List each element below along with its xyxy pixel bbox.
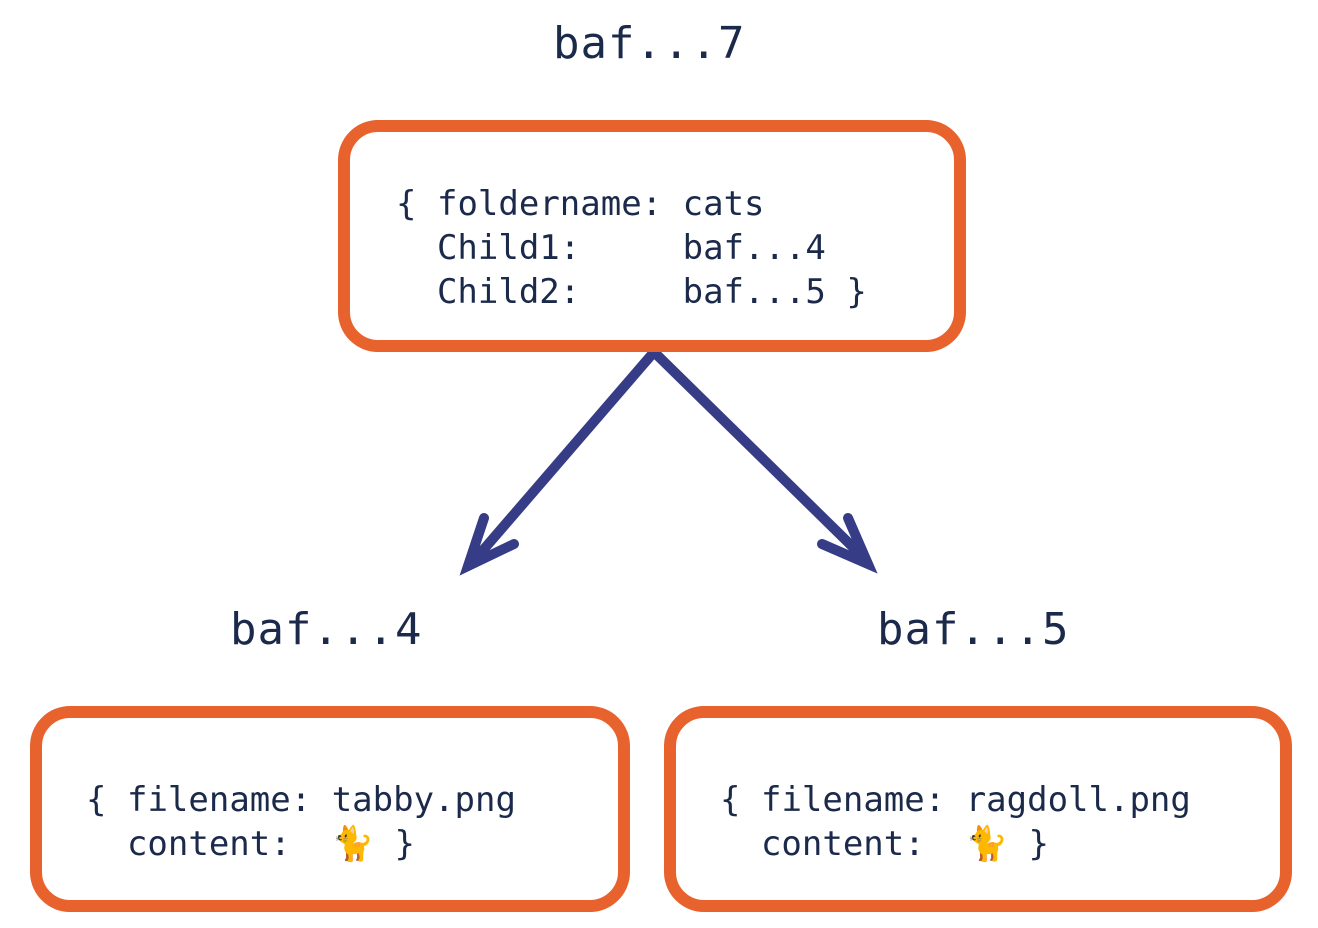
- key-child2: Child2:: [436, 272, 581, 312]
- right-node-content: { filename: ragdoll.png content: 🐈 }: [720, 778, 1191, 866]
- left-row-2: content: 🐈 }: [86, 822, 516, 866]
- root-node-content: { foldername: cats Child1: baf...4 Child…: [396, 182, 867, 314]
- open-brace: {: [396, 184, 417, 224]
- value-child1: baf...4: [682, 228, 826, 268]
- key-filename: filename:: [126, 780, 312, 820]
- right-row-2: content: 🐈 }: [720, 822, 1191, 866]
- value-child2: baf...5 }: [682, 272, 867, 312]
- left-node: { filename: tabby.png content: 🐈 }: [30, 706, 630, 912]
- key-content: content:: [126, 824, 291, 864]
- value-foldername: cats: [682, 184, 765, 224]
- open-brace: {: [720, 780, 741, 820]
- arrowhead-left-icon: [459, 513, 519, 576]
- edge-root-to-right: [649, 347, 867, 561]
- right-node: { filename: ragdoll.png content: 🐈 }: [664, 706, 1292, 912]
- value-filename: ragdoll.png: [965, 780, 1191, 820]
- right-row-1: { filename: ragdoll.png: [720, 778, 1191, 822]
- left-node-content: { filename: tabby.png content: 🐈 }: [86, 778, 516, 866]
- root-node: { foldername: cats Child1: baf...4 Child…: [338, 120, 966, 352]
- open-brace: {: [86, 780, 107, 820]
- right-cid-label: baf...5: [877, 604, 1070, 655]
- cat-icon: 🐈 }: [965, 824, 1049, 864]
- key-foldername: foldername:: [436, 184, 663, 224]
- key-filename: filename:: [760, 780, 946, 820]
- left-cid-label: baf...4: [230, 604, 423, 655]
- arrowhead-right-icon: [817, 513, 878, 574]
- edge-root-to-left: [473, 347, 659, 561]
- root-row-2: Child1: baf...4: [396, 226, 867, 270]
- key-child1: Child1:: [436, 228, 581, 268]
- value-filename: tabby.png: [331, 780, 516, 820]
- root-cid-label: baf...7: [553, 18, 746, 69]
- key-content: content:: [760, 824, 925, 864]
- left-row-1: { filename: tabby.png: [86, 778, 516, 822]
- cat-icon: 🐈 }: [331, 824, 415, 864]
- root-row-3: Child2: baf...5 }: [396, 270, 867, 314]
- root-row-1: { foldername: cats: [396, 182, 867, 226]
